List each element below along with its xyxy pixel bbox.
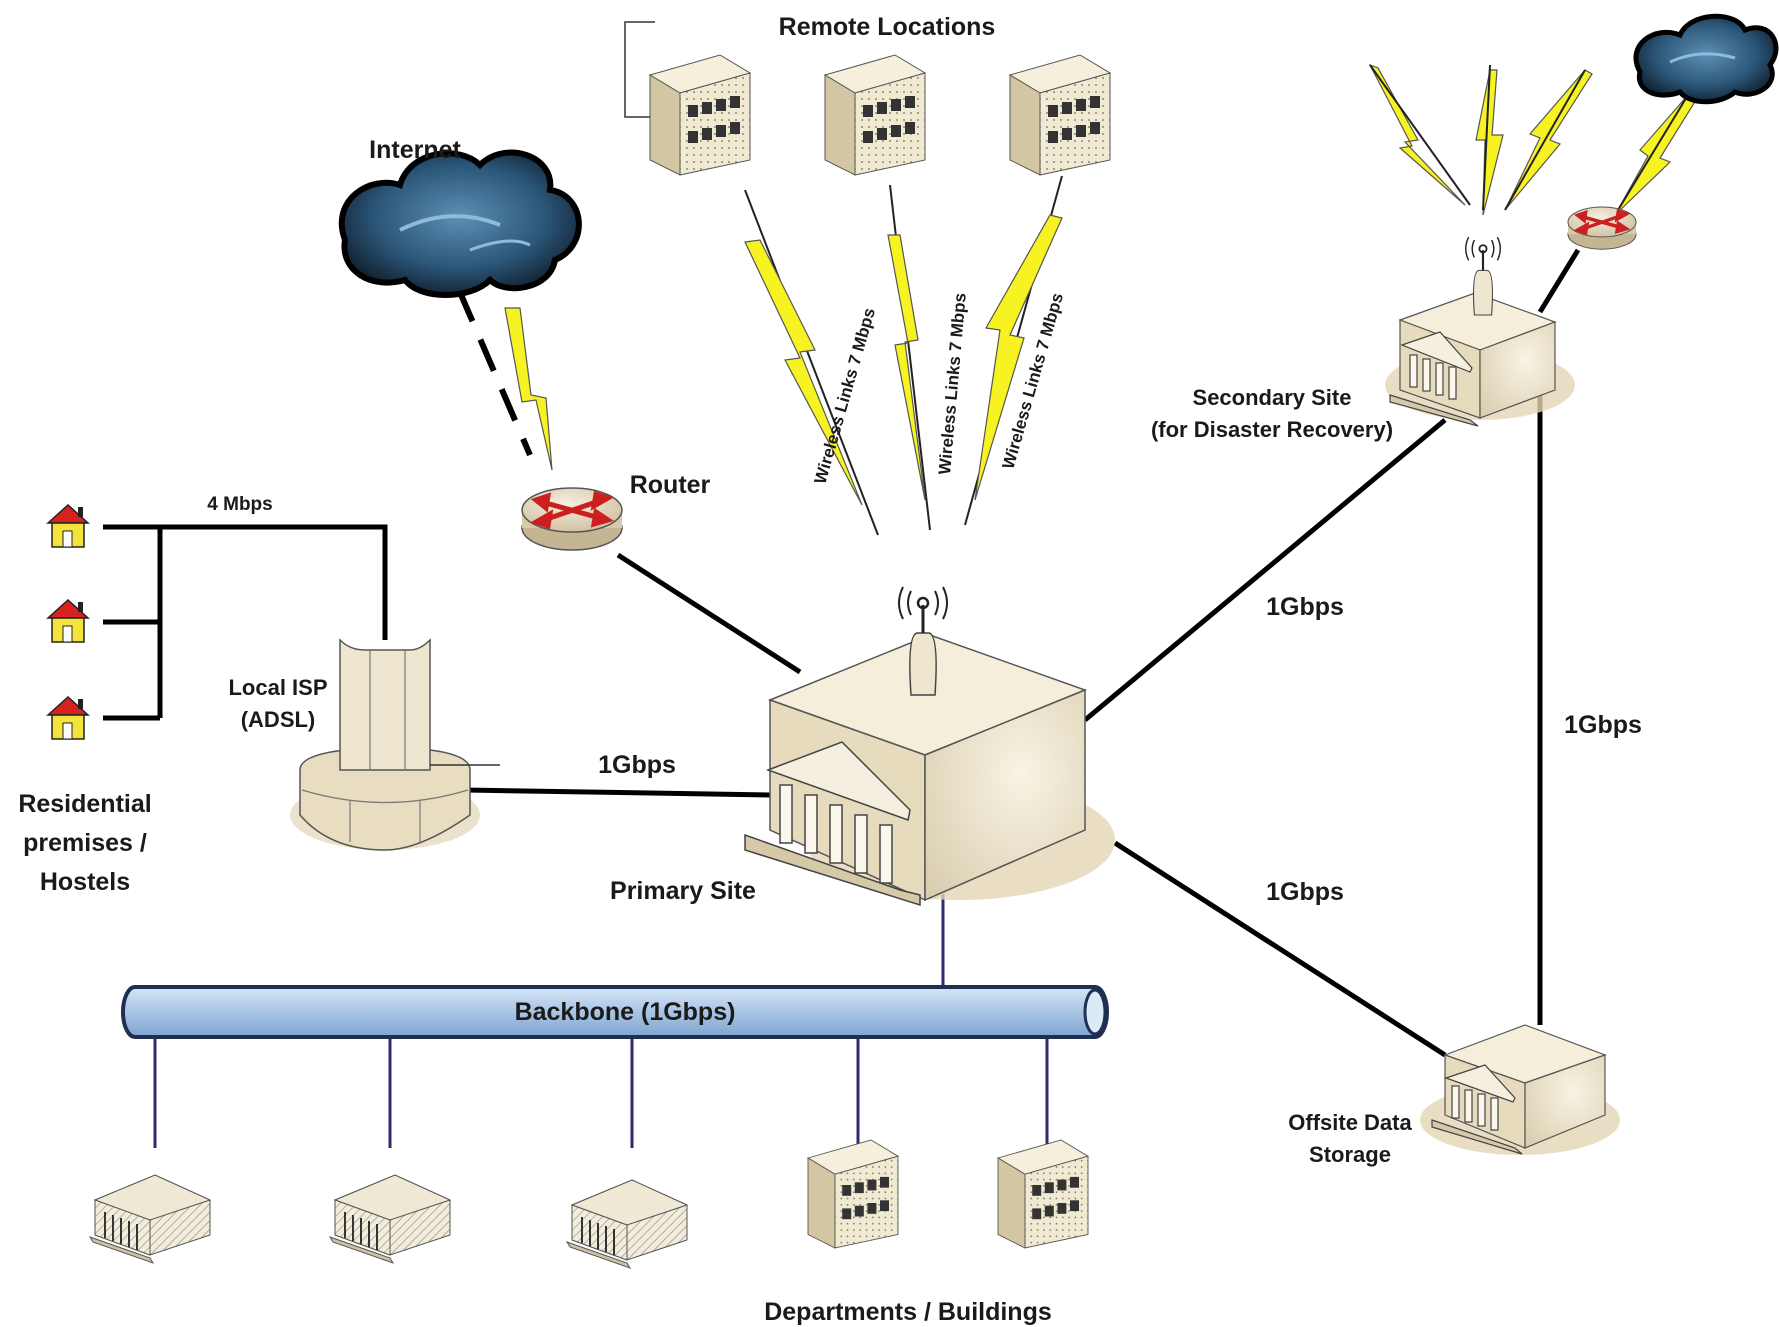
secondary-site-label-line2: (for Disaster Recovery) [1151, 417, 1393, 442]
local-isp-label-line1: Local ISP [228, 675, 327, 700]
house-icon [47, 504, 89, 548]
internet-label: Internet [369, 136, 461, 164]
primary-site-label: Primary Site [610, 877, 756, 905]
secondary-offsite-link-speed-label: 1Gbps [1564, 711, 1642, 739]
internet-dashed-link [456, 288, 533, 457]
residential-label-line3: Hostels [40, 868, 130, 896]
secondary-site-label-line1: Secondary Site [1193, 385, 1352, 410]
department-office-icon [807, 1139, 899, 1249]
department-building-icon [329, 1174, 451, 1264]
lightning-icon [1368, 63, 1466, 206]
offsite-link-speed-label: 1Gbps [1266, 878, 1344, 906]
isp-primary-link [464, 787, 771, 798]
connections [103, 175, 1581, 1148]
department-building-icon [566, 1179, 688, 1269]
lightning-icon [504, 307, 553, 471]
lightning-icons [504, 63, 1697, 506]
residential-link-top [103, 524, 388, 640]
backbone-pipe [121, 985, 1109, 1039]
remote-office-1 [649, 54, 751, 176]
wireless-link-label-2: Wireless Links 7 Mbps [935, 292, 970, 475]
remote-office-3 [1009, 54, 1111, 176]
residential-label-line1: Residential [18, 790, 151, 818]
offsite-storage-label-line2: Storage [1309, 1142, 1391, 1167]
lightning-icon [974, 214, 1063, 501]
secondary-router-link [1537, 248, 1581, 314]
lightning-icon [1475, 69, 1504, 216]
lightning-icon [887, 234, 926, 501]
router-icon [522, 488, 622, 550]
router-primary-link [616, 552, 802, 675]
remote-bracket [624, 21, 655, 118]
primary-offsite-link [1113, 840, 1447, 1058]
secondary-wireless-lines [1369, 64, 1689, 216]
remote-cloud-icon [1633, 13, 1779, 105]
lightning-icon [1504, 69, 1593, 211]
department-office-icon [997, 1139, 1089, 1249]
wireless-link-label-1: Wireless Links 7 Mbps [811, 306, 879, 486]
department-building-icon [89, 1174, 211, 1264]
remote-locations-label: Remote Locations [779, 13, 996, 41]
offsite-storage-building-icon [1420, 1024, 1620, 1155]
isp-tower-icon [290, 638, 500, 851]
local-isp-label-line2: (ADSL) [241, 707, 316, 732]
lightning-icon [744, 239, 863, 506]
backbone-label: Backbone (1Gbps) [515, 998, 736, 1026]
house-icon [47, 696, 89, 740]
primary-secondary-link [1083, 418, 1447, 722]
residential-label-line2: premises / [23, 829, 147, 857]
house-icon [47, 599, 89, 643]
secondary-router-icon [1566, 205, 1638, 251]
router-label: Router [630, 471, 711, 499]
internet-cloud-icon [338, 149, 582, 298]
remote-office-2 [824, 54, 926, 176]
isp-link-speed-label: 1Gbps [598, 751, 676, 779]
secondary-site-building-icon [1385, 292, 1575, 427]
lightning-icon [1614, 94, 1697, 216]
departments-label: Departments / Buildings [764, 1298, 1052, 1326]
wireless-line-1 [744, 189, 879, 536]
offsite-storage-label-line1: Offsite Data [1288, 1110, 1412, 1135]
secondary-link-speed-label: 1Gbps [1266, 593, 1344, 621]
residential-speed-label: 4 Mbps [207, 494, 272, 515]
